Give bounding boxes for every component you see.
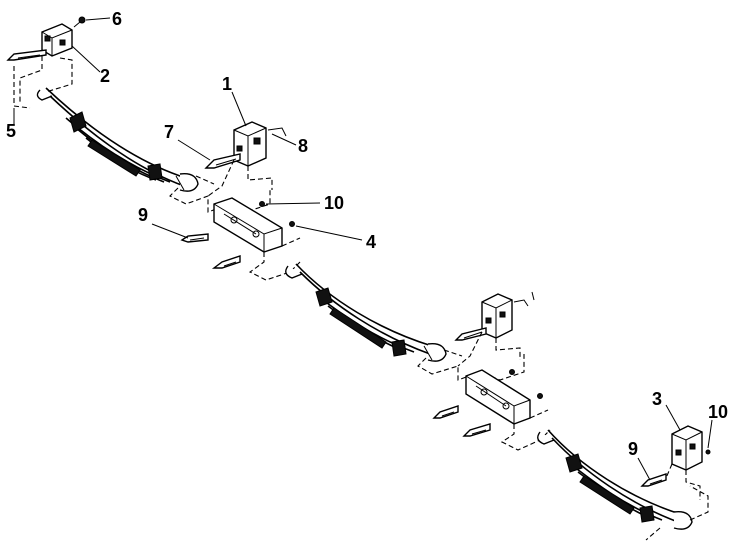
equalizer-bolt-upper bbox=[180, 233, 209, 243]
callout-4: 4 bbox=[366, 232, 376, 252]
rear-equalizer-bolt-lower bbox=[462, 423, 491, 437]
center-leaf-spring bbox=[285, 263, 447, 362]
rear-center-hanger-bolt bbox=[454, 327, 487, 341]
equalizer-bolt-lower bbox=[211, 255, 241, 269]
callout-2: 2 bbox=[100, 66, 110, 86]
front-hanger-bolt bbox=[6, 49, 47, 109]
center-hanger-nut-dot bbox=[259, 201, 265, 207]
front-leaf-spring bbox=[36, 87, 199, 192]
center-hanger-bolt bbox=[204, 153, 241, 169]
front-spring-guide bbox=[169, 175, 271, 213]
rear-equalizer bbox=[465, 369, 543, 425]
center-hanger-guide bbox=[207, 159, 273, 197]
rear-center-hanger bbox=[481, 291, 535, 339]
callout-10-front: 10 bbox=[324, 193, 344, 213]
callout-3: 3 bbox=[652, 389, 662, 409]
callout-9-front: 9 bbox=[138, 205, 148, 225]
front-hanger-guide bbox=[19, 56, 73, 104]
rear-hanger bbox=[671, 425, 711, 471]
rear-center-hanger-guide bbox=[457, 331, 521, 367]
rear-hanger-guide bbox=[665, 463, 701, 500]
callout-5: 5 bbox=[6, 121, 16, 141]
rear-equalizer-bolt-upper bbox=[432, 405, 459, 419]
front-hanger-nut bbox=[73, 16, 86, 28]
center-hanger bbox=[233, 121, 287, 167]
callout-7: 7 bbox=[164, 122, 174, 142]
rear-hanger-bolt bbox=[640, 473, 667, 487]
callout-10-rear: 10 bbox=[708, 402, 728, 422]
front-equalizer bbox=[213, 197, 295, 253]
center-spring-guide bbox=[417, 349, 525, 381]
rear-center-nut-dot bbox=[509, 369, 515, 375]
callout-8: 8 bbox=[298, 136, 308, 156]
callout-6: 6 bbox=[112, 9, 122, 29]
callout-1: 1 bbox=[222, 74, 232, 94]
rear-leaf-spring bbox=[537, 429, 693, 530]
leader-lines bbox=[13, 17, 713, 481]
rear-spring-guide bbox=[645, 485, 709, 541]
callout-9-rear: 9 bbox=[628, 439, 638, 459]
